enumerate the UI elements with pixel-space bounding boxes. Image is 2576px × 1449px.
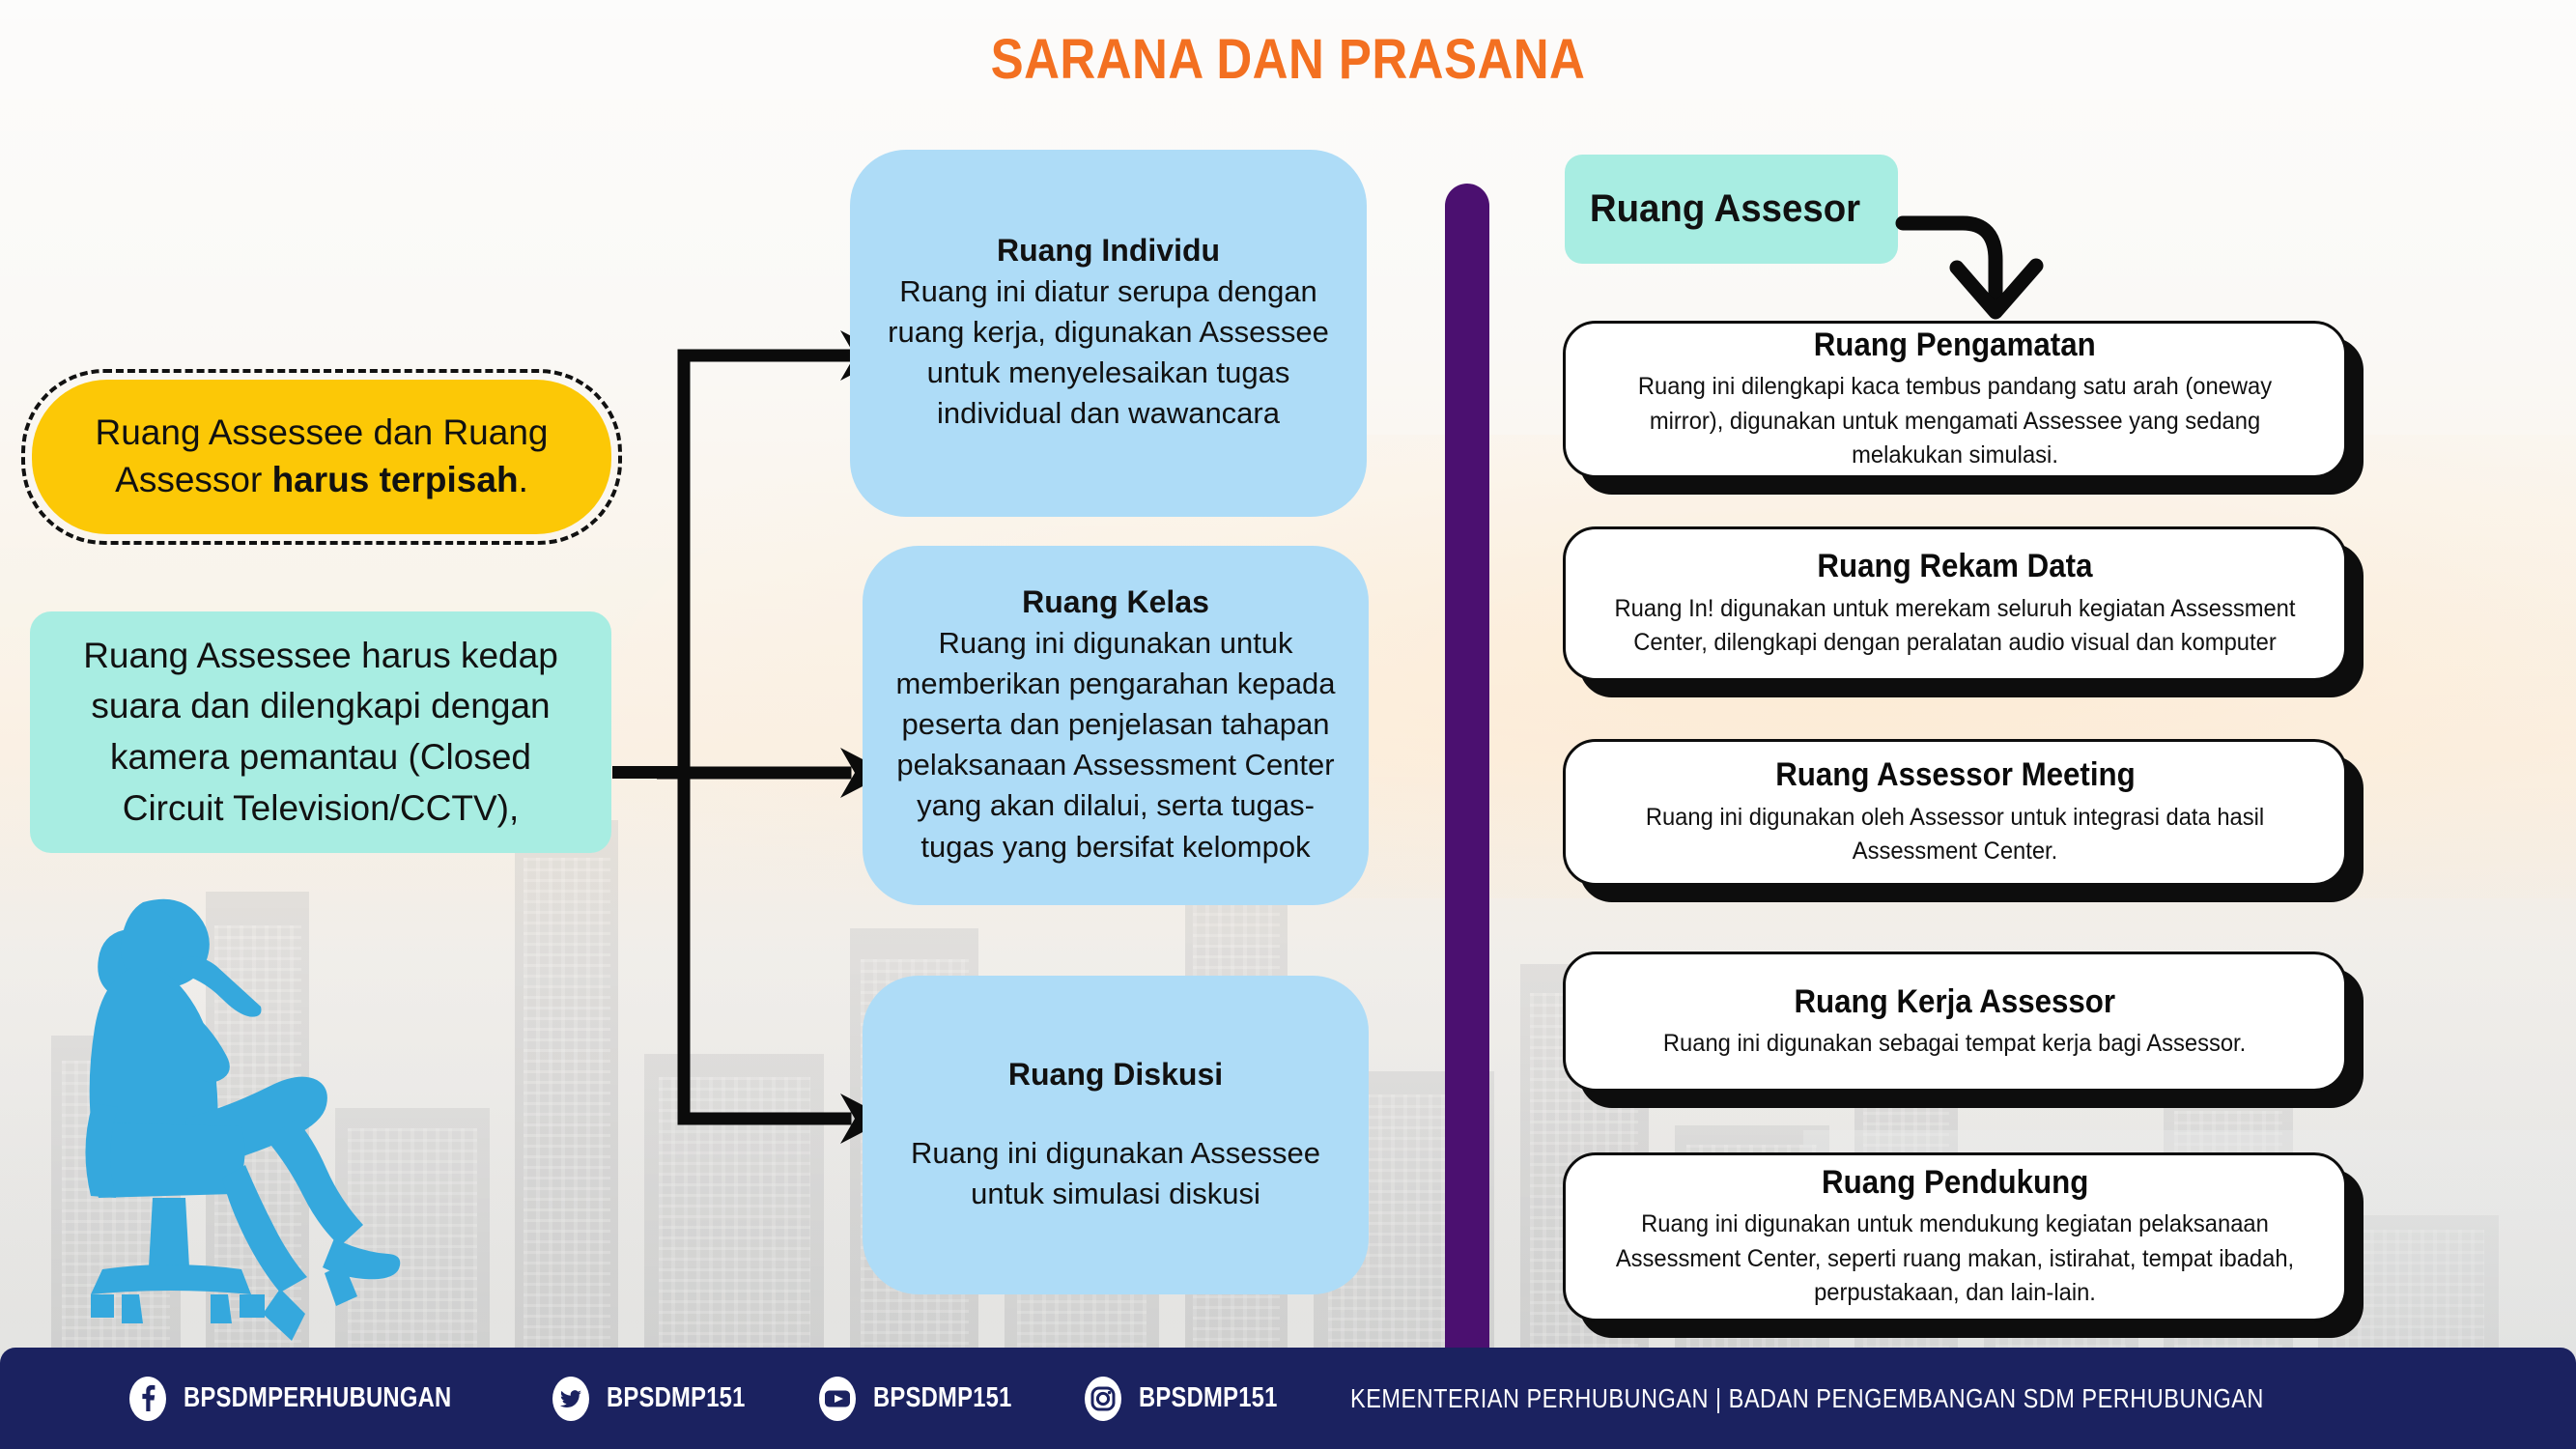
social-handle-facebook: BPSDMPERHUBUNGAN: [184, 1382, 452, 1413]
callout-soundproof-text: Ruang Assessee harus kedap suara dan dil…: [83, 635, 558, 828]
callout-separation-tail: .: [518, 460, 528, 499]
twitter-icon: [549, 1373, 593, 1425]
callout-separation-emphasis: harus terpisah: [271, 460, 519, 499]
callout-separation-text: Ruang Assessee dan Ruang Assessor harus …: [65, 410, 579, 504]
connector-feed-line: [612, 766, 690, 779]
callout-separation-lead: Ruang Assessee dan Ruang Assessor: [95, 412, 549, 499]
assessor-card-pendukung: Ruang Pendukung Ruang ini digunakan untu…: [1563, 1152, 2347, 1321]
social-links: BPSDMPERHUBUNGAN BPSDMP151: [126, 1373, 1308, 1425]
social-link-facebook[interactable]: BPSDMPERHUBUNGAN: [126, 1373, 510, 1425]
social-handle-youtube: BPSDMP151: [872, 1382, 1012, 1413]
room-card-diskusi-title: Ruang Diskusi: [1007, 1056, 1224, 1092]
social-link-instagram[interactable]: BPSDMP151: [1081, 1373, 1308, 1425]
callout-separation-note: Ruang Assessee dan Ruang Assessor harus …: [21, 369, 622, 545]
assessor-card-meeting-title: Ruang Assessor Meeting: [1774, 756, 2136, 794]
assessor-card-pengamatan-title: Ruang Pengamatan: [1813, 327, 2096, 364]
assessor-card-rekam-data-body: Ruang In! digunakan untuk merekam seluru…: [1614, 594, 2296, 657]
assessor-card-kerja-body: Ruang ini digunakan sebagai tempat kerja…: [1663, 1029, 2247, 1057]
assessor-card-kerja: Ruang Kerja Assessor Ruang ini digunakan…: [1563, 952, 2347, 1092]
elbow-arrow-down-icon: [1874, 179, 2125, 338]
room-card-individu: Ruang Individu Ruang ini diatur serupa d…: [850, 150, 1367, 517]
assessor-card-rekam-data: Ruang Rekam Data Ruang In! digunakan unt…: [1563, 526, 2347, 681]
page-title: SARANA DAN PRASANA: [990, 28, 1586, 91]
social-handle-twitter: BPSDMP151: [607, 1382, 746, 1413]
assessor-card-meeting: Ruang Assessor Meeting Ruang ini digunak…: [1563, 739, 2347, 886]
room-card-individu-body: Ruang ini diatur serupa dengan ruang ker…: [888, 273, 1329, 431]
assessor-card-pengamatan-body: Ruang ini dilengkapi kaca tembus pandang…: [1637, 373, 2273, 469]
footer-ministry-text: KEMENTERIAN PERHUBUNGAN | BADAN PENGEMBA…: [1350, 1382, 2264, 1413]
assessor-card-kerja-title: Ruang Kerja Assessor: [1794, 982, 2116, 1020]
callout-soundproof-note: Ruang Assessee harus kedap suara dan dil…: [30, 611, 611, 853]
assessor-card-pengamatan: Ruang Pengamatan Ruang ini dilengkapi ka…: [1563, 321, 2347, 478]
assessor-section-label: Ruang Assesor: [1565, 155, 1898, 264]
assessor-card-pendukung-body: Ruang ini digunakan untuk mendukung kegi…: [1615, 1210, 2295, 1307]
facebook-icon: [126, 1373, 170, 1425]
social-link-youtube[interactable]: BPSDMP151: [815, 1373, 1042, 1425]
room-card-kelas: Ruang Kelas Ruang ini digunakan untuk me…: [863, 546, 1369, 905]
footer-bar: BPSDMPERHUBUNGAN BPSDMP151: [0, 1348, 2576, 1449]
social-handle-instagram: BPSDMP151: [1138, 1382, 1278, 1413]
room-card-kelas-body: Ruang ini digunakan untuk memberikan pen…: [895, 625, 1336, 864]
assessor-section-label-text: Ruang Assesor: [1589, 187, 1861, 230]
seated-person-silhouette: [39, 860, 454, 1362]
assessor-card-pendukung-title: Ruang Pendukung: [1821, 1164, 2089, 1202]
social-link-twitter[interactable]: BPSDMP151: [549, 1373, 776, 1425]
youtube-icon: [815, 1373, 860, 1425]
column-divider-bar: [1445, 184, 1489, 1386]
instagram-icon: [1081, 1373, 1125, 1425]
assessor-card-meeting-body: Ruang ini digunakan oleh Assessor untuk …: [1645, 803, 2265, 866]
room-card-individu-title: Ruang Individu: [996, 233, 1221, 269]
assessor-card-rekam-data-title: Ruang Rekam Data: [1817, 548, 2093, 585]
room-card-diskusi: Ruang Diskusi Ruang ini digunakan Assess…: [863, 976, 1369, 1294]
footer-ministry-line: KEMENTERIAN PERHUBUNGAN | BADAN PENGEMBA…: [1350, 1383, 2438, 1414]
room-card-kelas-title: Ruang Kelas: [1022, 584, 1209, 620]
room-card-diskusi-body: Ruang ini digunakan Assessee untuk simul…: [911, 1136, 1320, 1211]
